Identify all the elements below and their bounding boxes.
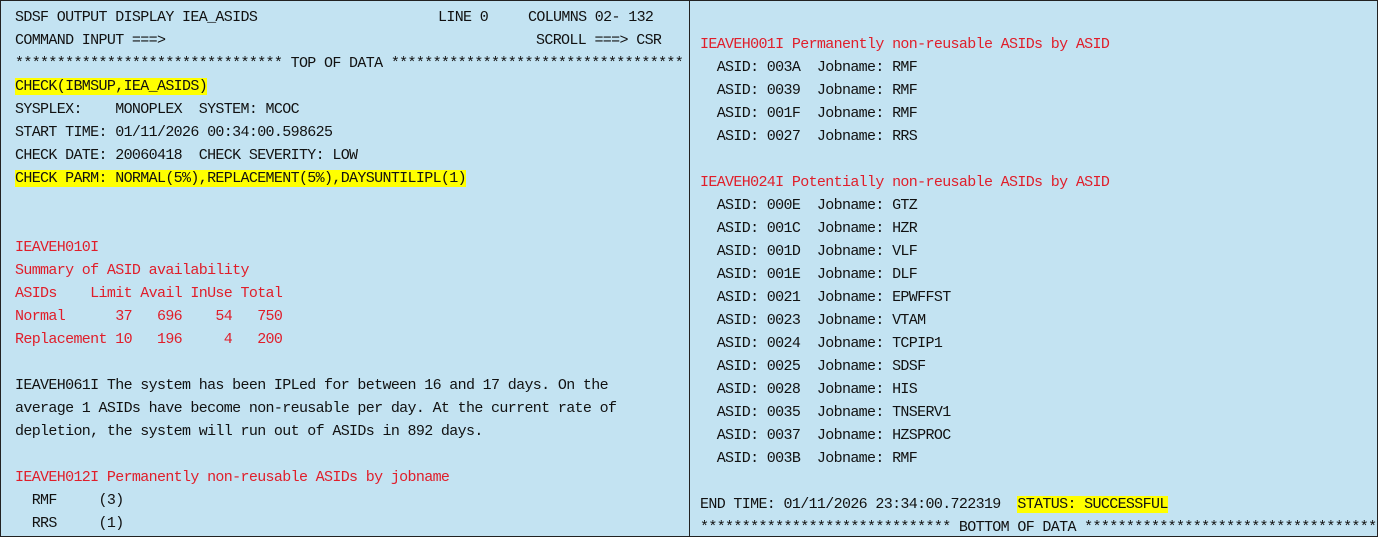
screen-title: SDSF OUTPUT DISPLAY IEA_ASIDS [15,9,258,26]
status-badge: STATUS: SUCCESSFUL [1017,496,1168,513]
ipl-message-line: average 1 ASIDs have become non-reusable… [15,400,617,417]
asid-row: ASID: 000E Jobname: GTZ [700,197,918,214]
check-name: CHECK(IBMSUP,IEA_ASIDS) [15,78,208,95]
top-of-data: ******************************** TOP OF … [15,55,684,72]
summary-row-replacement: Replacement 10 196 4 200 [15,331,283,348]
jobname-row: RMF (3) [15,492,125,509]
scroll-field[interactable]: SCROLL ===> CSR [536,32,662,49]
command-input[interactable] [176,29,516,52]
asid-row: ASID: 0027 Jobname: RRS [700,128,918,145]
ipl-message-line: depletion, the system will run out of AS… [15,423,483,440]
asid-row: ASID: 001E Jobname: DLF [700,266,918,283]
asid-row: ASID: 001C Jobname: HZR [700,220,918,237]
bottom-of-data: ****************************** BOTTOM OF… [700,519,1377,536]
sysplex-line: SYSPLEX: MONOPLEX SYSTEM: MCOC [15,101,300,118]
check-date: CHECK DATE: 20060418 CHECK SEVERITY: LOW [15,147,358,164]
columns-indicator: COLUMNS 02- 132 [528,9,654,26]
asid-row: ASID: 003B Jobname: RMF [700,450,918,467]
summary-row-normal: Normal 37 696 54 750 [15,308,283,325]
asid-row: ASID: 0037 Jobname: HZSPROC [700,427,952,444]
asid-row: ASID: 003A Jobname: RMF [700,59,918,76]
jobname-section-title: IEAVEH012I Permanently non-reusable ASID… [15,469,450,486]
end-time: END TIME: 01/11/2026 23:34:00.722319 [700,496,1018,513]
asid-row: ASID: 0035 Jobname: TNSERV1 [700,404,952,421]
ipl-message-line: IEAVEH061I The system has been IPLed for… [15,377,609,394]
asid-row: ASID: 0025 Jobname: SDSF [700,358,926,375]
asid-row: ASID: 0021 Jobname: EPWFFST [700,289,952,306]
summary-table-header: ASIDs Limit Avail InUse Total [15,285,283,302]
summary-title: Summary of ASID availability [15,262,249,279]
output-panel-right: IEAVEH001I Permanently non-reusable ASID… [689,0,1378,537]
start-time: START TIME: 01/11/2026 00:34:00.598625 [15,124,333,141]
output-panel-left: SDSF OUTPUT DISPLAY IEA_ASIDS LINE 0 COL… [0,0,690,537]
asid-row: ASID: 001F Jobname: RMF [700,105,918,122]
asid-row: ASID: 0023 Jobname: VTAM [700,312,926,329]
asid-row: ASID: 0024 Jobname: TCPIP1 [700,335,943,352]
permanent-section-title: IEAVEH001I Permanently non-reusable ASID… [700,36,1110,53]
asid-row: ASID: 001D Jobname: VLF [700,243,918,260]
summary-msgid: IEAVEH010I [15,239,99,256]
asid-row: ASID: 0028 Jobname: HIS [700,381,918,398]
line-indicator: LINE 0 [438,9,489,26]
potential-section-title: IEAVEH024I Potentially non-reusable ASID… [700,174,1110,191]
command-input-label: COMMAND INPUT ===> [15,32,166,49]
jobname-row: RRS (1) [15,515,125,532]
check-parm: CHECK PARM: NORMAL(5%),REPLACEMENT(5%),D… [15,170,467,187]
asid-row: ASID: 0039 Jobname: RMF [700,82,918,99]
